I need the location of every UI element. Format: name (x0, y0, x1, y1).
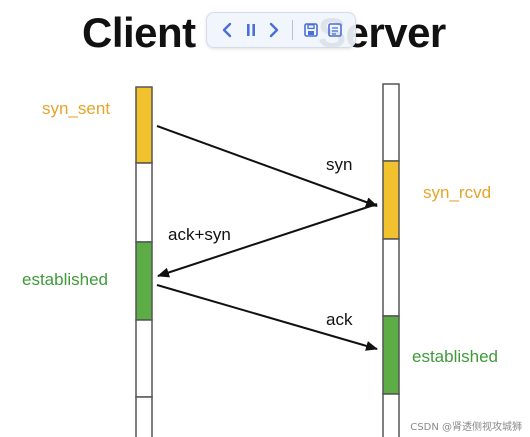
client-segment-established (135, 241, 153, 321)
server-segment-after (382, 393, 400, 437)
pause-icon[interactable] (239, 18, 263, 42)
client-segment-syn-sent (135, 86, 153, 164)
watermark: CSDN @肾透侧视攻城狮 (410, 422, 522, 433)
ack-syn-arrow (157, 203, 378, 278)
client-segment-after-2 (135, 396, 153, 437)
server-segment-listen (382, 83, 400, 162)
message-ack-syn: ack+syn (168, 225, 231, 244)
server-state-syn-rcvd: syn_rcvd (423, 183, 492, 202)
message-syn: syn (326, 155, 353, 174)
client-segment-wait (135, 162, 153, 243)
client-timeline (135, 86, 153, 437)
client-state-syn-sent: syn_sent (42, 99, 111, 118)
client-state-established: established (22, 270, 109, 289)
save-icon[interactable] (299, 18, 323, 42)
client-segment-after-1 (135, 319, 153, 398)
chevron-right-icon[interactable] (263, 18, 287, 42)
toolbar-divider (292, 20, 294, 40)
server-segment-syn-rcvd (382, 160, 400, 240)
client-title: Client (82, 9, 196, 56)
server-timeline (382, 83, 400, 437)
server-state-established: established (412, 347, 499, 366)
message-ack: ack (326, 310, 353, 329)
chevron-left-icon[interactable] (215, 18, 239, 42)
server-segment-wait (382, 238, 400, 317)
floating-toolbar (206, 12, 356, 48)
syn-arrow (156, 125, 378, 207)
ack-arrow (156, 284, 378, 351)
server-segment-established (382, 315, 400, 395)
screenshot-icon[interactable] (323, 18, 347, 42)
